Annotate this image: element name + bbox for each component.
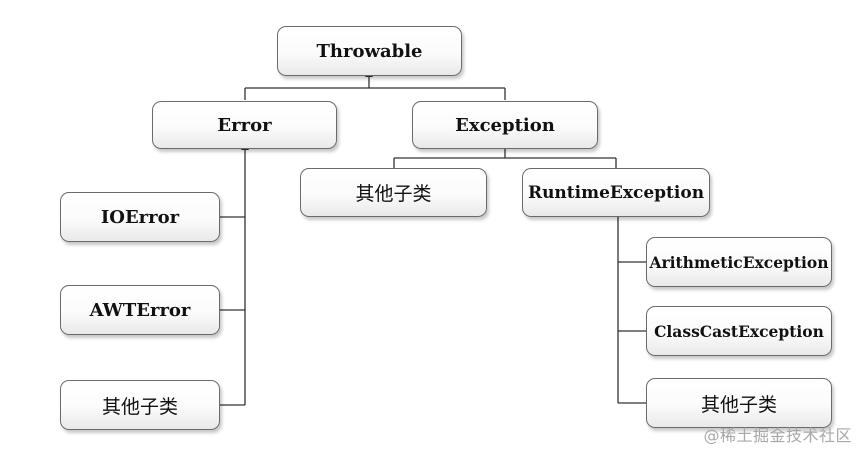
watermark: @稀土掘金技术社区 [703,426,852,445]
node-error-other[interactable]: 其他子类 [60,380,220,430]
node-error[interactable]: Error [152,101,337,149]
node-arithmetic-exception[interactable]: ArithmeticException [646,237,832,287]
node-awterror[interactable]: AWTError [60,285,220,335]
node-exception-other[interactable]: 其他子类 [300,168,487,217]
node-classcast-exception[interactable]: ClassCastException [646,306,832,356]
node-ioerror[interactable]: IOError [60,192,220,242]
node-runtime-other[interactable]: 其他子类 [646,378,832,428]
node-runtime-exception[interactable]: RuntimeException [522,168,710,217]
node-throwable[interactable]: Throwable [277,26,462,76]
node-exception[interactable]: Exception [412,101,598,149]
